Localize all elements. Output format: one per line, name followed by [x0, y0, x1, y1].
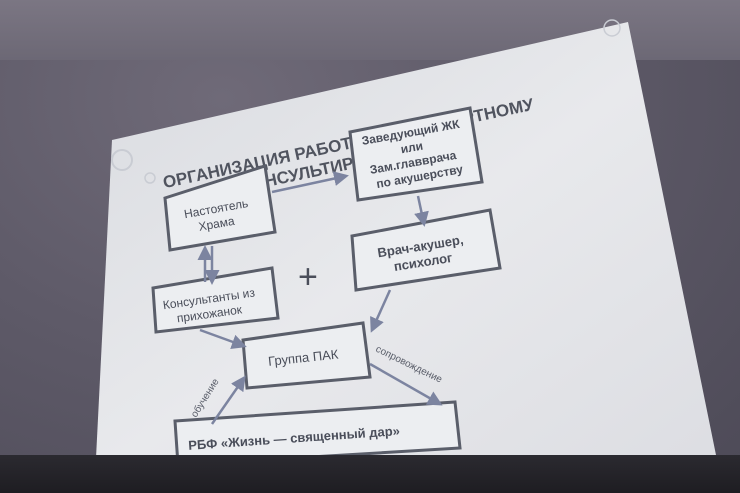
room-floor — [0, 455, 740, 493]
arrow-head-to-doctor — [414, 195, 429, 227]
arrow-priest-to-head — [271, 171, 349, 194]
decor-bubble — [111, 149, 133, 171]
group-label: Группа ПАК — [267, 347, 339, 369]
box-priest — [163, 164, 277, 252]
box-consultants — [151, 266, 280, 334]
arrow-doctor-to-group — [370, 289, 392, 333]
plus-sign: + — [298, 258, 318, 296]
arrow-consultants-to-group — [199, 328, 247, 349]
head-line-2: или — [400, 139, 424, 157]
priest-line-2: Храма — [197, 214, 235, 234]
arrow-fund-to-group — [210, 375, 246, 425]
arrow-group-to-fund — [369, 362, 443, 406]
decor-bubble — [603, 19, 621, 37]
box-head — [348, 106, 484, 202]
box-doctor — [350, 208, 502, 292]
box-group — [241, 321, 372, 390]
decor-bubble — [144, 172, 156, 184]
box-fund — [173, 400, 462, 467]
